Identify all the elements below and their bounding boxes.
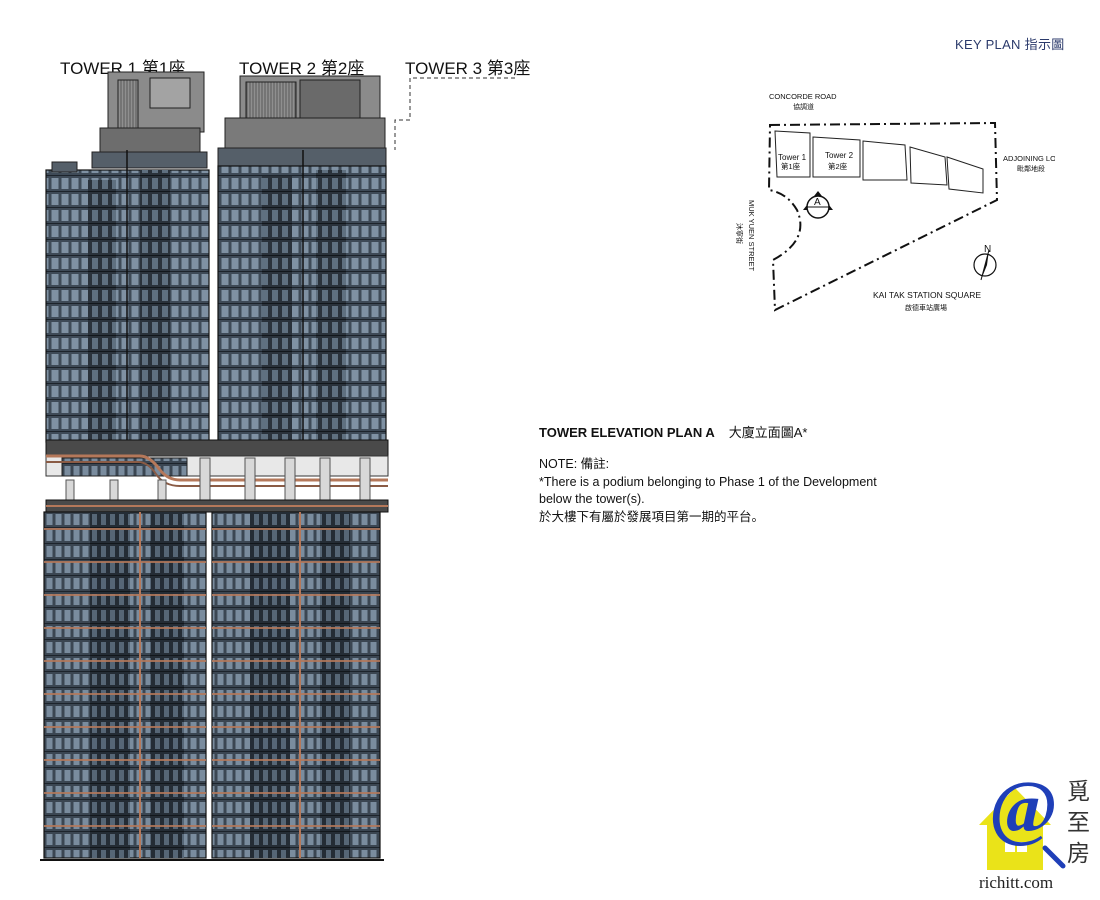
logo-site-url: richitt.com: [979, 873, 1054, 892]
at-glyph: @: [989, 767, 1058, 849]
tower-2-rooftop: [217, 75, 387, 167]
key-plan-tower-1-cn: 第1座: [781, 161, 801, 171]
road-west-en: MUK YUEN STREET: [747, 200, 756, 272]
logo-char-2: 至: [1067, 810, 1090, 835]
key-plan-tower-2-cn: 第2座: [828, 161, 848, 171]
note-heading: NOTE: 備註:: [539, 457, 610, 471]
road-north-en: CONCORDE ROAD: [769, 92, 837, 101]
road-north-cn: 協調道: [793, 102, 814, 111]
note-line-2: below the tower(s).: [539, 492, 645, 506]
section-marker-label: A: [814, 197, 821, 208]
elevation-plan-title-en: TOWER ELEVATION PLAN A: [539, 425, 715, 440]
tower-3-label: TOWER 3 第3座: [405, 59, 531, 78]
key-plan-tower-2-en: Tower 2: [825, 151, 854, 160]
podium-transfer-level: [45, 439, 389, 513]
road-south-cn: 啟德車站廣場: [905, 303, 947, 312]
lower-podium-left: [43, 511, 207, 859]
tower-elevation-drawing: [40, 71, 515, 861]
tower-2-upper: [217, 150, 387, 443]
north-label: N: [984, 244, 991, 255]
key-plan-title: KEY PLAN 指示圖: [955, 37, 1065, 52]
logo-char-1: 覓: [1067, 779, 1090, 804]
note-line-3: 於大樓下有屬於發展項目第一期的平台。: [539, 509, 765, 524]
logo-char-3: 房: [1067, 841, 1090, 866]
road-south-en: KAI TAK STATION SQUARE: [873, 290, 981, 300]
road-west-cn: 沐寧街: [735, 223, 744, 244]
north-arrow-icon: N: [973, 244, 997, 281]
note-block: NOTE: 備註: *There is a podium belonging t…: [539, 456, 919, 526]
tower-2-label: TOWER 2 第2座: [239, 59, 365, 78]
road-east-cn: 毗鄰地段: [1017, 164, 1045, 173]
elevation-plan-title-cn: 大廈立面圖A*: [728, 425, 808, 440]
note-line-1: *There is a podium belonging to Phase 1 …: [539, 474, 877, 489]
lower-podium-right: [211, 511, 381, 859]
road-east-en: ADJOINING LOT: [1003, 154, 1055, 163]
key-plan-buildings: [774, 130, 984, 194]
section-marker-a: A: [803, 191, 833, 219]
elevation-plan-title: TOWER ELEVATION PLAN A 大廈立面圖A*: [539, 422, 807, 441]
tower-3-leader-line: [394, 77, 515, 150]
watermark-logo: @ 覓 至 房 richitt.com: [975, 767, 1095, 895]
key-plan-tower-1-en: Tower 1: [778, 153, 807, 162]
tower-1-rooftop: [91, 71, 208, 169]
house-at-icon: [979, 788, 1066, 870]
tower-1-upper: [45, 150, 210, 443]
key-plan-map: Tower 1 第1座 Tower 2 第2座 CONCORDE ROAD 協調…: [735, 92, 1055, 312]
